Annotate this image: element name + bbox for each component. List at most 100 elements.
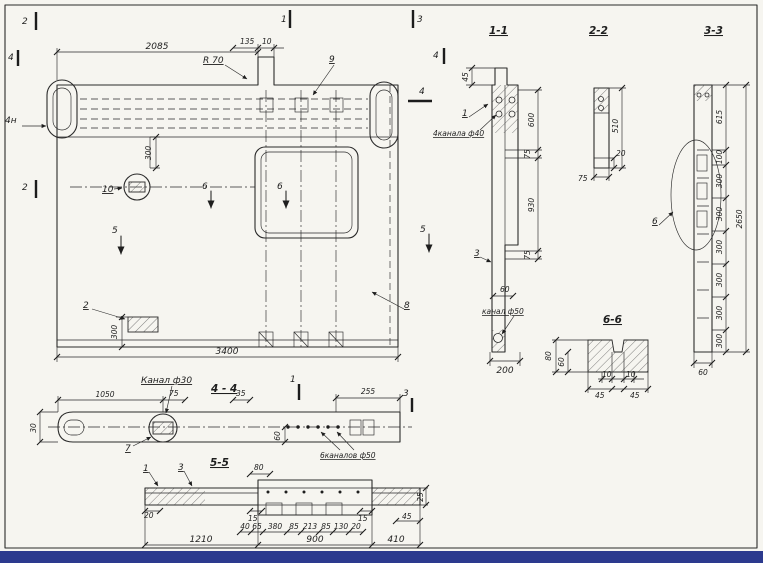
plan-leader-2	[91, 308, 126, 320]
view-4-4-detail-circle	[148, 413, 178, 443]
leader-callout-6	[658, 211, 674, 226]
dim-60: 60	[273, 431, 282, 441]
dim-10-left: 10	[602, 370, 612, 379]
plan-view: 2 1 3 4 4 4н 2 2085 135 10 R 70 9 10 300…	[5, 10, 433, 362]
dim-75: 75	[169, 389, 179, 398]
plan-insert-diagonals	[258, 331, 344, 348]
callout-7: 7	[125, 444, 131, 454]
dim-75: 75	[578, 174, 588, 183]
section-6-6-dim-lines	[552, 339, 649, 393]
chain-dim-380: 380	[268, 522, 283, 531]
channel-dot-5	[326, 425, 330, 429]
dim-45: 45	[402, 512, 412, 521]
label-channel-f50: канал ф50	[482, 307, 524, 316]
plan-leader-r70	[224, 64, 248, 80]
dim-300-2: 300	[715, 207, 724, 222]
channel-hole-1	[495, 96, 503, 104]
dim-45-right: 45	[630, 391, 640, 400]
radius-label-r70: R 70	[203, 56, 224, 66]
dim-20: 20	[616, 149, 626, 158]
leader-callout-3	[183, 470, 193, 487]
view-4-4-insert-2	[362, 419, 375, 436]
sec55-dot-6	[356, 490, 360, 494]
section-3-3-title: 3-3	[704, 25, 723, 37]
chain-dim-130: 130	[334, 522, 349, 531]
leader-callout-1	[148, 471, 159, 487]
dim-45-left: 45	[595, 391, 605, 400]
plan-leader-10	[113, 186, 123, 191]
view-4-4-section-marks	[297, 384, 414, 412]
section-5-5-channel-1	[265, 502, 283, 516]
dim-60-bottom: 60	[698, 368, 708, 377]
section-5-5-dim-ticks	[141, 470, 430, 549]
view-4-4-insert-1	[349, 419, 362, 436]
dim-300-3: 300	[715, 240, 724, 255]
section-5-5-hatch-right	[372, 488, 420, 505]
dim-2650: 2650	[735, 209, 744, 228]
dim-615: 615	[715, 110, 724, 125]
section-1-1-marker-4: 4	[433, 51, 439, 61]
section-6-6-title: 6-6	[603, 314, 622, 326]
plan-leader-8	[371, 291, 405, 310]
chain-dim-65: 65	[252, 522, 262, 531]
plan-detail-channel	[128, 181, 146, 193]
leader-6-channels-b	[336, 431, 355, 451]
dim-45: 45	[461, 72, 470, 82]
section-5-5: 5-5 1 3 80 20 15 15 25 45 40 65 380 85 2…	[141, 457, 430, 549]
sec55-dot-2	[284, 490, 288, 494]
channel-dot-3	[306, 425, 310, 429]
plan-bottom-insert-1	[258, 331, 274, 348]
view-4-4-loop-hole	[63, 419, 85, 436]
section-marker-5-left: 5	[112, 226, 118, 236]
callout-3: 3	[178, 463, 184, 473]
dim-300-5: 300	[715, 306, 724, 321]
section-5-5-dim-lines	[144, 473, 428, 546]
section-3-3-insert-1	[696, 154, 708, 172]
section-5-5-title: 5-5	[210, 457, 229, 469]
view-4-4-bar-outline	[57, 411, 401, 443]
dim-300-1: 300	[715, 174, 724, 189]
dim-10-right: 10	[626, 370, 636, 379]
section-1-1-dim-ticks	[468, 64, 542, 365]
section-2-2-hole-1	[598, 96, 604, 102]
leader-channel-f30	[164, 385, 173, 414]
section-2-2-title: 2-2	[589, 25, 608, 37]
dim-930: 930	[527, 198, 536, 213]
plan-top-insert-3	[329, 97, 344, 113]
plan-bottom-insert-2	[293, 331, 309, 348]
plan-panel-outline	[56, 56, 399, 348]
callout-2: 2	[83, 301, 89, 311]
channel-dot-4	[316, 425, 320, 429]
dim-1050: 1050	[95, 390, 114, 399]
channel-50-hole	[493, 333, 503, 343]
section-marker-2-top: 2	[22, 17, 28, 27]
channel-hole-4	[508, 110, 516, 118]
section-3-3-channel-lines	[697, 149, 709, 319]
channel-dot-2	[296, 425, 300, 429]
channel-dot-1	[286, 425, 290, 429]
view-4-4-title: 4 - 4	[210, 383, 237, 395]
callout-3: 3	[474, 249, 480, 259]
footer-bar	[0, 551, 763, 563]
section-marker-6-right: 6	[277, 182, 283, 192]
callout-10: 10	[102, 185, 114, 195]
section-marker-1-top: 1	[281, 15, 287, 25]
dim-15-left: 15	[248, 514, 258, 523]
section-5-5-channel-2	[295, 502, 313, 516]
plan-left-loop-inner	[52, 87, 72, 131]
plan-bottom-insert-3	[328, 331, 344, 348]
dim-10-tab: 10	[262, 37, 272, 46]
plan-leader-9	[312, 64, 335, 96]
view-marker-4-left: 4	[8, 53, 14, 63]
dim-200: 200	[496, 366, 513, 376]
label-channel-f30: Канал ф30	[141, 376, 192, 386]
section-marker-3-top: 3	[417, 15, 423, 25]
dim-1210: 1210	[190, 535, 213, 545]
channel-hole-3	[495, 110, 503, 118]
dim-255: 255	[361, 387, 376, 396]
callout-1: 1	[143, 464, 149, 474]
section-3-3-hole-1	[696, 92, 702, 98]
dim-75-upper: 75	[523, 149, 532, 159]
